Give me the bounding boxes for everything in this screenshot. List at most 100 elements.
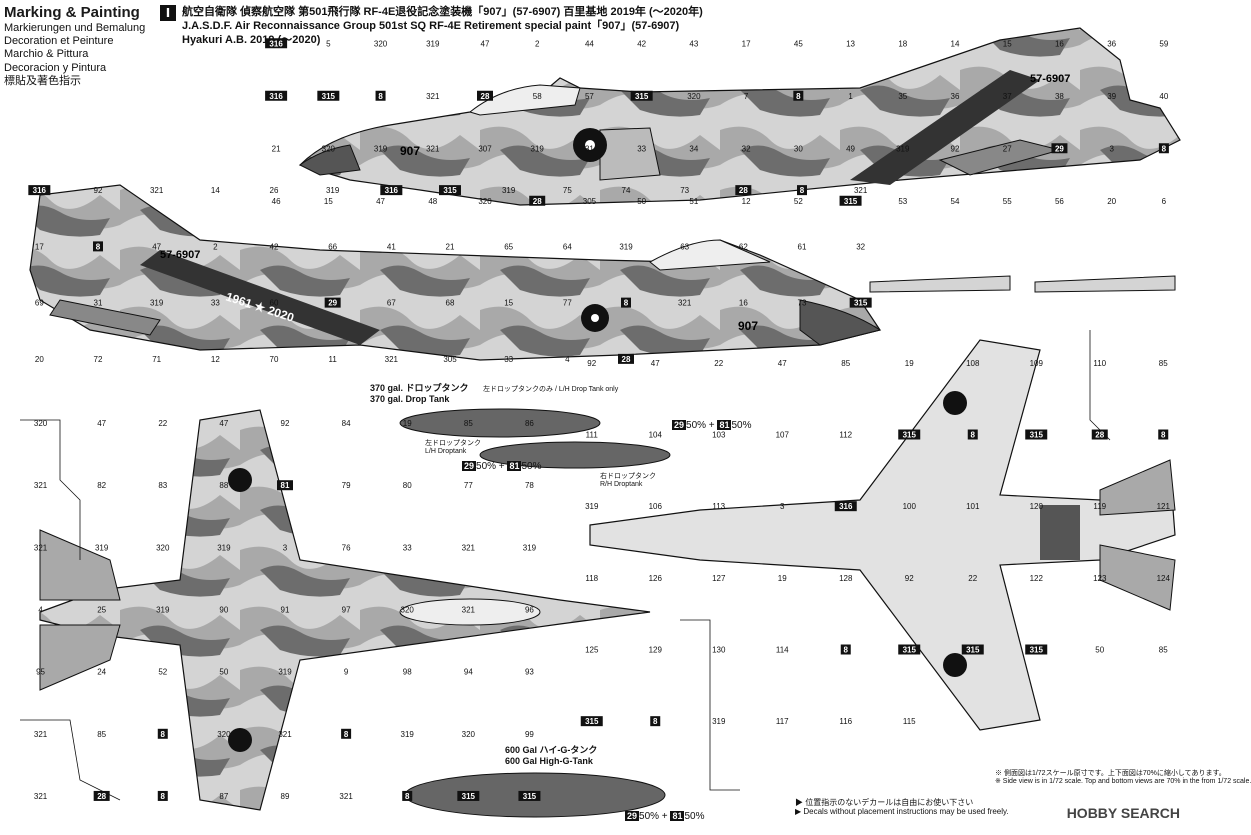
side-view-lower xyxy=(29,184,882,361)
callouts-side-bottom-label: 31 xyxy=(94,299,103,308)
callouts-side-top-label: 13 xyxy=(846,39,855,48)
note-scale-jp: ※ 側面図は1/72スケール原寸です。上下面図は70%に縮小してあります。 xyxy=(995,770,1226,777)
callouts-plan-left-label: 78 xyxy=(525,481,534,490)
callouts-side-top-box xyxy=(317,90,340,101)
callouts-plan-left-label: 319 xyxy=(217,543,231,552)
callouts-plan-left-label: 321 xyxy=(34,543,48,552)
callouts-plan-left-label: 94 xyxy=(464,668,473,677)
fuselage-lower xyxy=(29,184,881,361)
callouts-plan-left-label: 83 xyxy=(158,481,167,490)
title-main: Marking & Painting xyxy=(4,4,140,21)
callouts-plan-left-box xyxy=(277,480,293,491)
callouts-plan-right-label: 100 xyxy=(903,502,917,511)
callouts-plan-right-label: 117 xyxy=(776,717,789,726)
callouts-side-top-label: 321 xyxy=(426,144,440,153)
callouts-plan-left-label: 85 xyxy=(97,730,106,739)
callouts-side-top-label: 33 xyxy=(637,144,646,153)
tank-600-jp: 600 Gal ハイ-G-タンク xyxy=(505,745,598,755)
callouts-side-bottom-label: 4 xyxy=(565,355,570,364)
callouts-side-bottom-label: 8 xyxy=(800,186,805,195)
callouts-plan-left-label: 19 xyxy=(403,419,412,428)
callouts-side-top-label: 320 xyxy=(478,197,492,206)
callouts-side-top-label: 27 xyxy=(1003,144,1012,153)
callouts-side-top-label: 16 xyxy=(1055,39,1064,48)
callouts-side-bottom-label: 8 xyxy=(624,299,629,308)
title-it: Marchio & Pittura xyxy=(4,48,89,61)
callouts-side-top-label: 5 xyxy=(326,39,331,48)
callouts-side-top-label: 47 xyxy=(481,39,490,48)
callouts-side-top-label: 38 xyxy=(1055,92,1064,101)
fuselage-upper xyxy=(298,27,1181,206)
callouts-plan-right-label: 121 xyxy=(1157,502,1171,511)
callouts-side-bottom-label: 17 xyxy=(35,242,44,251)
callouts-side-bottom-box xyxy=(735,185,752,196)
callouts-plan-left-label: 320 xyxy=(401,606,415,615)
callouts-plan-right-label: 315 xyxy=(1030,431,1044,440)
callouts-side-bottom-label: 29 xyxy=(328,299,337,308)
callouts-plan-left-box xyxy=(457,790,480,801)
callouts-side-top-label: 315 xyxy=(844,197,858,206)
callouts-plan-right-label: 108 xyxy=(966,359,980,368)
callouts-side-bottom-box xyxy=(28,185,51,196)
stabilator-lower xyxy=(49,299,161,336)
callouts-plan-right-label: 22 xyxy=(968,574,977,583)
callouts-side-bottom-label: 41 xyxy=(387,242,396,251)
callouts-plan-right-label: 315 xyxy=(903,646,917,655)
callouts-plan-left-label: 320 xyxy=(34,419,48,428)
plan-view-top xyxy=(39,409,651,811)
callouts-plan-left-label: 93 xyxy=(525,668,534,677)
callouts-plan-right-label: 115 xyxy=(903,717,916,726)
callouts-plan-right-label: 8 xyxy=(1161,431,1166,440)
callouts-side-bottom-label: 316 xyxy=(33,186,47,195)
painting-diagram: 57-6907 907 57-6907 907 1961 ★ 2020 xyxy=(20,27,1181,818)
callouts-plan-right-label: 114 xyxy=(776,646,789,655)
callouts-side-bottom-box xyxy=(618,353,634,364)
callouts-side-bottom-label: 60 xyxy=(270,299,279,308)
callouts-plan-right-label: 47 xyxy=(651,359,660,368)
callouts-side-top-label: 35 xyxy=(898,92,907,101)
tail-stripe-lower xyxy=(140,250,380,345)
callouts-side-top-box xyxy=(793,90,804,101)
callouts-side-top-label: 21 xyxy=(272,144,281,153)
callouts-side-bottom-label: 15 xyxy=(504,299,513,308)
callouts-plan-right-label: 101 xyxy=(966,502,980,511)
callouts-plan-left-label: 22 xyxy=(158,419,167,428)
callouts-plan-right-label: 118 xyxy=(585,574,598,583)
tank-370-label: 370 gal. ドロップタンク 370 gal. Drop Tank xyxy=(370,383,469,405)
callouts-plan-left-label: 99 xyxy=(525,730,534,739)
callouts-plan-left-label: 8 xyxy=(344,730,349,739)
callouts-plan-left-label: 80 xyxy=(403,481,412,490)
lh-tank-jp: 左ドロップタンク xyxy=(425,440,481,447)
plan-view-bottom xyxy=(589,339,1176,731)
callouts-side-top-label: 14 xyxy=(951,39,960,48)
callouts-plan-left-label: 321 xyxy=(278,730,292,739)
callouts-plan-left-label: 86 xyxy=(525,419,534,428)
callouts-plan-left-label: 92 xyxy=(281,419,290,428)
callouts-side-bottom-label: 92 xyxy=(94,186,103,195)
callouts-plan-right-label: 92 xyxy=(905,574,914,583)
callouts-plan-right-label: 319 xyxy=(712,717,726,726)
side-view-upper xyxy=(298,27,1181,206)
callouts-side-bottom-label: 8 xyxy=(96,242,101,251)
callouts-side-top-box xyxy=(477,90,493,101)
callouts-side-top-label: 320 xyxy=(322,144,336,153)
scheme-line-jp: 航空自衛隊 偵察航空隊 第501飛行隊 RF-4E退役記念塗装機「907」(57… xyxy=(182,6,703,18)
callouts-plan-right-label: 92 xyxy=(587,359,596,368)
callouts-plan-left-label: 9 xyxy=(344,668,349,677)
callouts-plan-left-label: 84 xyxy=(342,419,351,428)
callouts-plan-right-label: 28 xyxy=(1095,431,1104,440)
note-free-decals-en: ▶ Decals without placement instructions … xyxy=(795,807,1009,816)
callouts-side-top-label: 319 xyxy=(426,39,440,48)
callouts-side-bottom-label: 28 xyxy=(622,355,631,364)
detail-parts-strip xyxy=(869,275,1176,293)
callouts-plan-left-label: 50 xyxy=(219,668,228,677)
callouts-side-top-box xyxy=(375,90,386,101)
plan-bottom-outline xyxy=(589,339,1176,731)
callouts-plan-right-label: 103 xyxy=(712,431,726,440)
callouts-plan-left-label: 319 xyxy=(156,606,170,615)
callouts-plan-right-label: 22 xyxy=(714,359,723,368)
callouts-side-top-label: 28 xyxy=(481,92,490,101)
callouts-side-bottom-label: 321 xyxy=(854,186,868,195)
callouts-side-bottom-label: 16 xyxy=(739,299,748,308)
callouts-side-bottom-label: 77 xyxy=(563,299,572,308)
